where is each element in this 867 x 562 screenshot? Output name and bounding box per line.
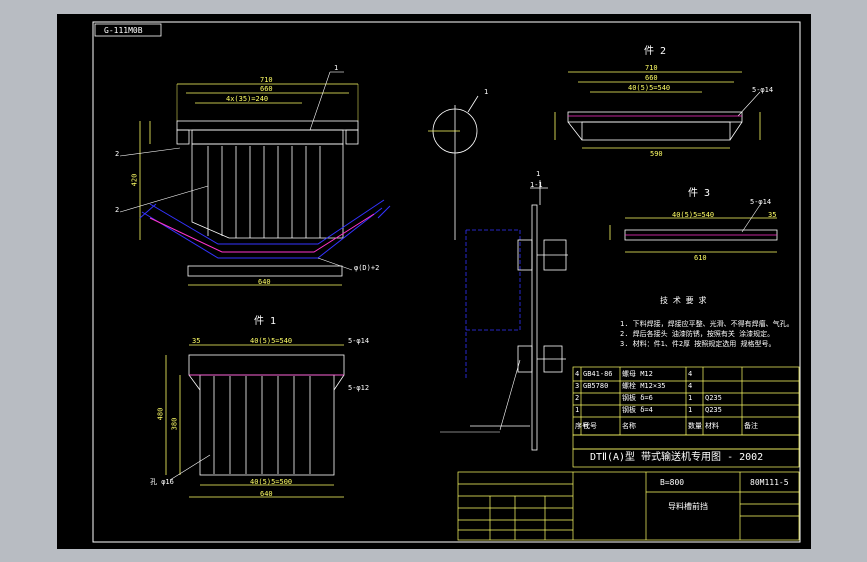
bom-table-grid [572,366,800,436]
dim-p1-hole2: 5-φ12 [348,384,370,392]
dim-p2-inner: 40(5)5=540 [628,84,671,92]
callout-assy-2: 1 [334,64,339,72]
bom-header-cell: 名称 [622,422,636,430]
callout-section-1: 1 [484,88,489,96]
dim-p1-height: 480 [156,407,165,421]
dim-p2-590: 590 [650,150,663,158]
bom-cell: 4 [688,370,693,378]
dim-assy-height: 420 [130,173,139,187]
note-p1: 孔 φ16 [150,478,174,486]
bom-cell: 1 [688,394,693,402]
section-title: 1-1 [530,181,543,189]
section-view [428,95,568,451]
dim-p3-35: 35 [768,211,777,219]
bom-cell: 3 [575,382,580,390]
dim-p1-top: 40(5)5=540 [250,337,293,345]
dim-p1-640: 640 [260,490,273,498]
drawing-code-tab: G-111M0B [104,26,143,35]
dim-p2-710: 710 [645,64,658,72]
drawing-border [92,21,801,543]
callout-assy-side-2: 2 [115,150,120,158]
part1-title: 件 1 [254,316,277,327]
bom-header-cell: 材料 [705,422,719,430]
assembly-view [139,83,359,286]
bom-cell: 1 [575,406,580,414]
callout-assy-1: 2 [115,206,120,214]
code-tab-box [94,23,162,37]
dim-p1-bottom: 40(5)5=500 [250,478,293,486]
dim-p1-35: 35 [192,337,201,345]
title-series: DTⅡ(A)型 带式输送机专用图 - 2002 [590,452,764,463]
bom-cell: GB5780 [583,382,609,390]
title-drawing-no: 80M111-5 [750,478,789,487]
dim-assy-4x: 4x(35)=240 [226,95,269,103]
section-mark: 1 [536,170,541,178]
bom-cell: 4 [575,370,580,378]
bom-cell: Q235 [705,394,722,402]
dim-p2-660: 660 [645,74,658,82]
part3-title: 件 3 [688,188,711,199]
dim-p3-inner: 40(5)5=540 [672,211,715,219]
dim-assy-660: 660 [260,85,273,93]
sheet-background [57,14,811,549]
dim-p3-610: 610 [694,254,707,262]
bom-header-cell: 代号 [583,422,597,430]
part1-view [165,344,345,498]
notes-title: 技 术 要 求 [660,296,707,305]
bom-cell: 螺母 M12 [622,370,653,378]
bom-cell: 1 [688,406,693,414]
part2-title: 件 2 [644,46,667,57]
bom-header-cell: 备注 [744,422,758,430]
bom-cell: 钢板 δ=4 [622,406,653,414]
title-block-grid [457,434,800,541]
bom-header-cell: 序号 [575,422,589,430]
bom-cell: 螺栓 M12×35 [622,382,666,390]
note-line-3: 3. 材料：件1、件2厚 按照规定选用 规格型号。 [620,340,776,348]
note-line-2: 2. 焊后各接头 油漆防锈，按照有关 涂漆规定。 [620,330,775,338]
dim-assy-710: 710 [260,76,273,84]
title-belt-width: B=800 [660,478,685,487]
note-line-1: 1. 下料焊接，焊接应平整、光滑、不得有焊瘤、气孔。 [620,320,794,328]
bom-cell: 钢板 δ=6 [622,394,653,402]
bom-cell: 4 [688,382,693,390]
part2-view [554,71,761,149]
title-drawing-name: 导料槽前挡 [668,502,708,511]
assembly-leaders [119,71,353,271]
dim-assy-bottom: 640 [258,278,271,286]
dim-p1-height2: 380 [170,417,179,431]
dim-p1-hole: 5-φ14 [348,337,370,345]
note-trough: φ(D)+2 [354,264,380,272]
bom-cell: GB41-86 [583,370,613,378]
bom-header-cell: 数量 [688,422,702,430]
bom-cell: Q235 [705,406,722,414]
bom-cell: 2 [575,394,580,402]
dim-p2-hole: 5-φ14 [752,86,774,94]
dim-p3-hole: 5-φ14 [750,198,772,206]
idler-trough [139,199,391,259]
